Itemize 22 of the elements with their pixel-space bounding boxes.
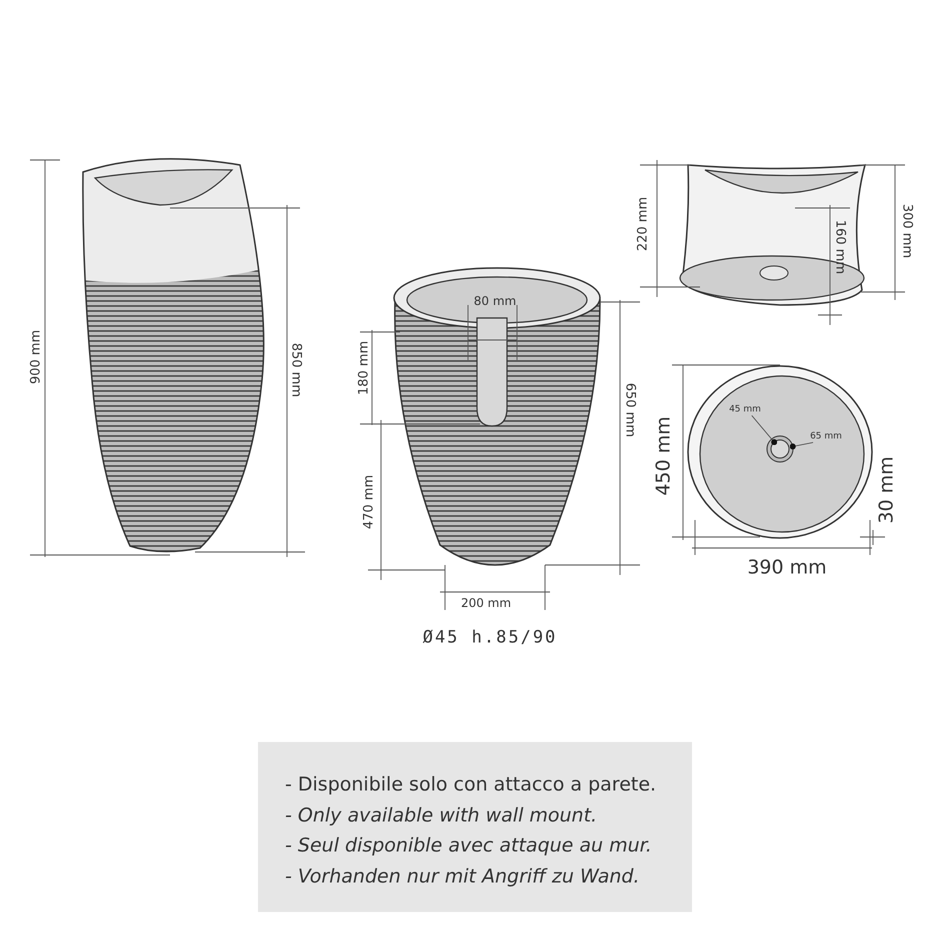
dimension-label: 900 mm	[30, 330, 42, 384]
leader-line	[790, 442, 814, 450]
dimension-label: 390 mm	[747, 558, 827, 578]
dimension-label: 80 mm	[474, 295, 516, 307]
leader-label: 65 mm	[809, 432, 843, 442]
note-text: - Seul disponible avec attaque au mur.	[285, 836, 652, 856]
dimension-label: 450 mm	[654, 416, 674, 496]
dimension-label: 850 mm	[290, 342, 302, 398]
leader-label: 45 mm	[728, 404, 762, 416]
dimension-label: 220 mm	[636, 196, 650, 252]
note-text: - Vorhanden nur mit Angriff zu Wand.	[285, 868, 640, 886]
leader-line	[751, 415, 778, 446]
dimension-label: 300 mm	[900, 204, 914, 258]
dimension-label: 470 mm	[362, 474, 376, 530]
note-text: - Only available with wall mount.	[285, 806, 598, 826]
dimension-label: 200 mm	[460, 597, 512, 609]
dimension-label: 650 mm	[624, 382, 636, 438]
drain-ring	[770, 440, 790, 458]
dimension-label: 180 mm	[358, 340, 370, 396]
model-caption: Ø45 h.85/90	[422, 630, 558, 646]
note-text: - Disponibile solo con attacco a parete.	[285, 776, 656, 794]
dimension-label: 30 mm	[878, 456, 896, 524]
